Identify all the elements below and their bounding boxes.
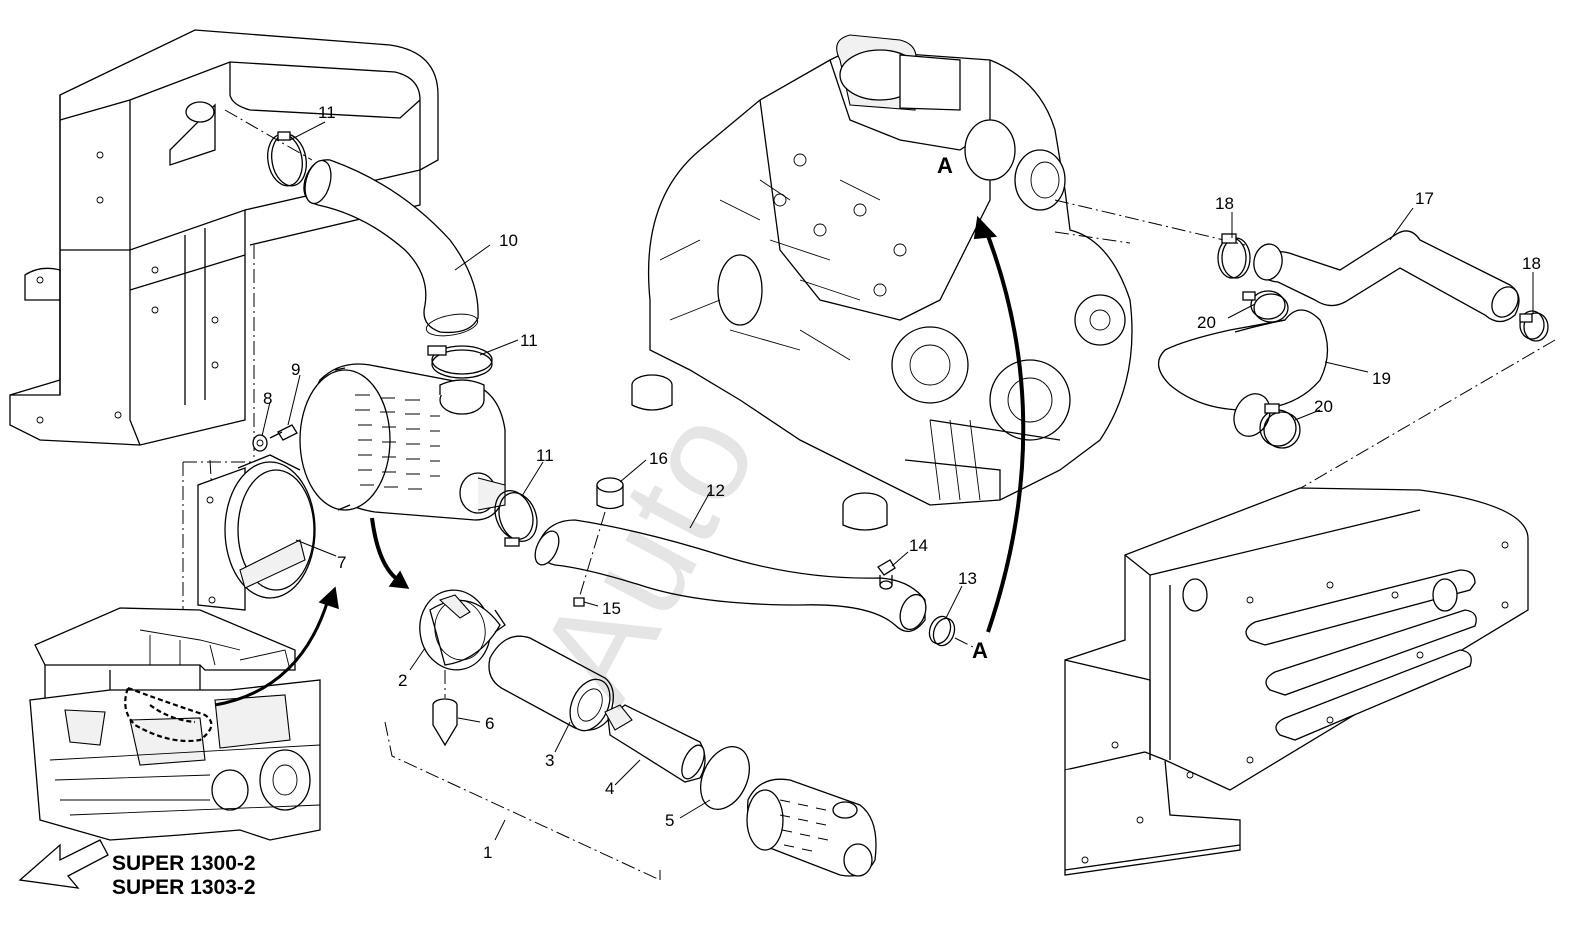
callout-7: 7 bbox=[337, 553, 347, 572]
callout-13: 13 bbox=[958, 569, 977, 588]
machine-overview bbox=[29, 607, 321, 841]
model-label-1: SUPER 1300-2 bbox=[112, 852, 256, 875]
callout-19: 19 bbox=[1372, 369, 1391, 388]
model-label-2: SUPER 1303-2 bbox=[112, 876, 256, 900]
intake-hose-12 bbox=[534, 519, 927, 632]
filter-assembly-small bbox=[746, 778, 877, 877]
reference-mark-a-engine: A bbox=[937, 153, 953, 178]
callout-16: 16 bbox=[649, 449, 668, 468]
leader-lines bbox=[261, 121, 1534, 841]
bolt-9 bbox=[269, 424, 298, 441]
end-cap-2 bbox=[419, 589, 506, 671]
callout-20-top: 20 bbox=[1197, 313, 1216, 332]
callout-11-top: 11 bbox=[318, 103, 336, 122]
reference-mark-a-hose: A bbox=[972, 638, 988, 663]
hose-17 bbox=[1253, 230, 1520, 323]
callout-10: 10 bbox=[499, 231, 518, 250]
callout-6: 6 bbox=[485, 714, 495, 733]
clamp-18-left bbox=[1217, 233, 1251, 279]
callout-18-right: 18 bbox=[1522, 254, 1541, 273]
washer-8 bbox=[252, 434, 268, 452]
air-filter-housing bbox=[299, 363, 506, 521]
callout-14: 14 bbox=[909, 536, 928, 555]
clamp-18-right bbox=[1519, 310, 1549, 342]
callout-4: 4 bbox=[605, 779, 615, 798]
model-label-list: SUPER 1300-2 SUPER 1303-2 bbox=[112, 852, 256, 900]
clamp-11-middle bbox=[427, 345, 493, 379]
clamp-20-top bbox=[1242, 290, 1289, 323]
callout-2: 2 bbox=[398, 671, 408, 690]
hose-19 bbox=[1158, 309, 1329, 437]
clamp-11-lower bbox=[494, 490, 538, 547]
o-ring-5 bbox=[700, 746, 750, 810]
callout-12: 12 bbox=[706, 481, 725, 500]
clamp-13 bbox=[928, 615, 956, 647]
hose-10 bbox=[303, 159, 479, 337]
callout-18-left: 18 bbox=[1215, 194, 1234, 213]
callout-15: 15 bbox=[602, 599, 621, 618]
clamp-11-top bbox=[267, 131, 307, 187]
callout-5: 5 bbox=[665, 811, 675, 830]
fitting-14 bbox=[877, 559, 896, 590]
callout-20-bottom: 20 bbox=[1314, 397, 1333, 416]
clamp-20-bottom bbox=[1259, 403, 1301, 449]
indicator-16 bbox=[573, 477, 624, 607]
callout-3: 3 bbox=[545, 751, 555, 770]
callout-11-middle: 11 bbox=[520, 331, 538, 350]
left-frame-bracket bbox=[9, 29, 439, 446]
callout-11-lower: 11 bbox=[536, 446, 554, 465]
engine bbox=[631, 34, 1133, 531]
right-frame-bracket bbox=[1064, 487, 1529, 876]
callout-1: 1 bbox=[483, 843, 493, 862]
callout-9: 9 bbox=[291, 360, 301, 379]
callout-8: 8 bbox=[263, 389, 273, 408]
callout-17: 17 bbox=[1415, 189, 1434, 208]
mounting-bracket-7 bbox=[197, 454, 316, 611]
dust-valve-6 bbox=[432, 670, 458, 747]
safety-element-4 bbox=[604, 704, 706, 783]
